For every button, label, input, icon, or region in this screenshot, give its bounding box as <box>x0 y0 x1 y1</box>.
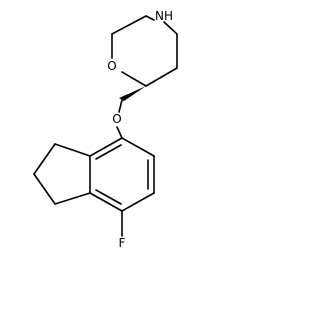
stereo-wedge-bond <box>119 86 146 101</box>
structure-diagram: NH O O F <box>33 9 178 250</box>
atom-label-fluorine: F <box>119 236 126 250</box>
bond-c3-c2 <box>33 143 56 175</box>
bond-c7-c7a-inner <box>95 189 122 205</box>
morpholine-ring <box>111 15 178 87</box>
bond-c3a-c4 <box>89 137 123 157</box>
bond-c4-c5 <box>121 137 155 157</box>
bond-c6-c5 <box>111 15 147 35</box>
bond-c2-c1 <box>33 173 56 205</box>
molecule-drawing: NH O O F <box>33 9 178 250</box>
bond-c1-c7a <box>54 192 91 205</box>
atom-label-ring-oxygen: O <box>107 59 116 73</box>
bond-ch2-ether-o <box>118 99 123 113</box>
atom-label-nh: NH <box>155 9 173 23</box>
bond-c2-c1 <box>145 67 178 87</box>
bond-nh-c3 <box>163 21 178 35</box>
bond-ether-o-c4 <box>116 126 123 139</box>
linker <box>118 86 146 113</box>
benzene-ring <box>89 126 155 212</box>
bond-c3a-c3 <box>54 143 91 157</box>
bond-c3a-c4-inner <box>95 144 122 160</box>
cyclopentane-ring <box>33 143 91 205</box>
bond-c1-ring-o <box>121 71 147 87</box>
atom-label-ether-oxygen: O <box>112 112 121 126</box>
bond-c6-c7 <box>121 192 155 212</box>
bond-c5-nh <box>145 15 155 21</box>
bond-c7-c7a <box>89 192 123 212</box>
